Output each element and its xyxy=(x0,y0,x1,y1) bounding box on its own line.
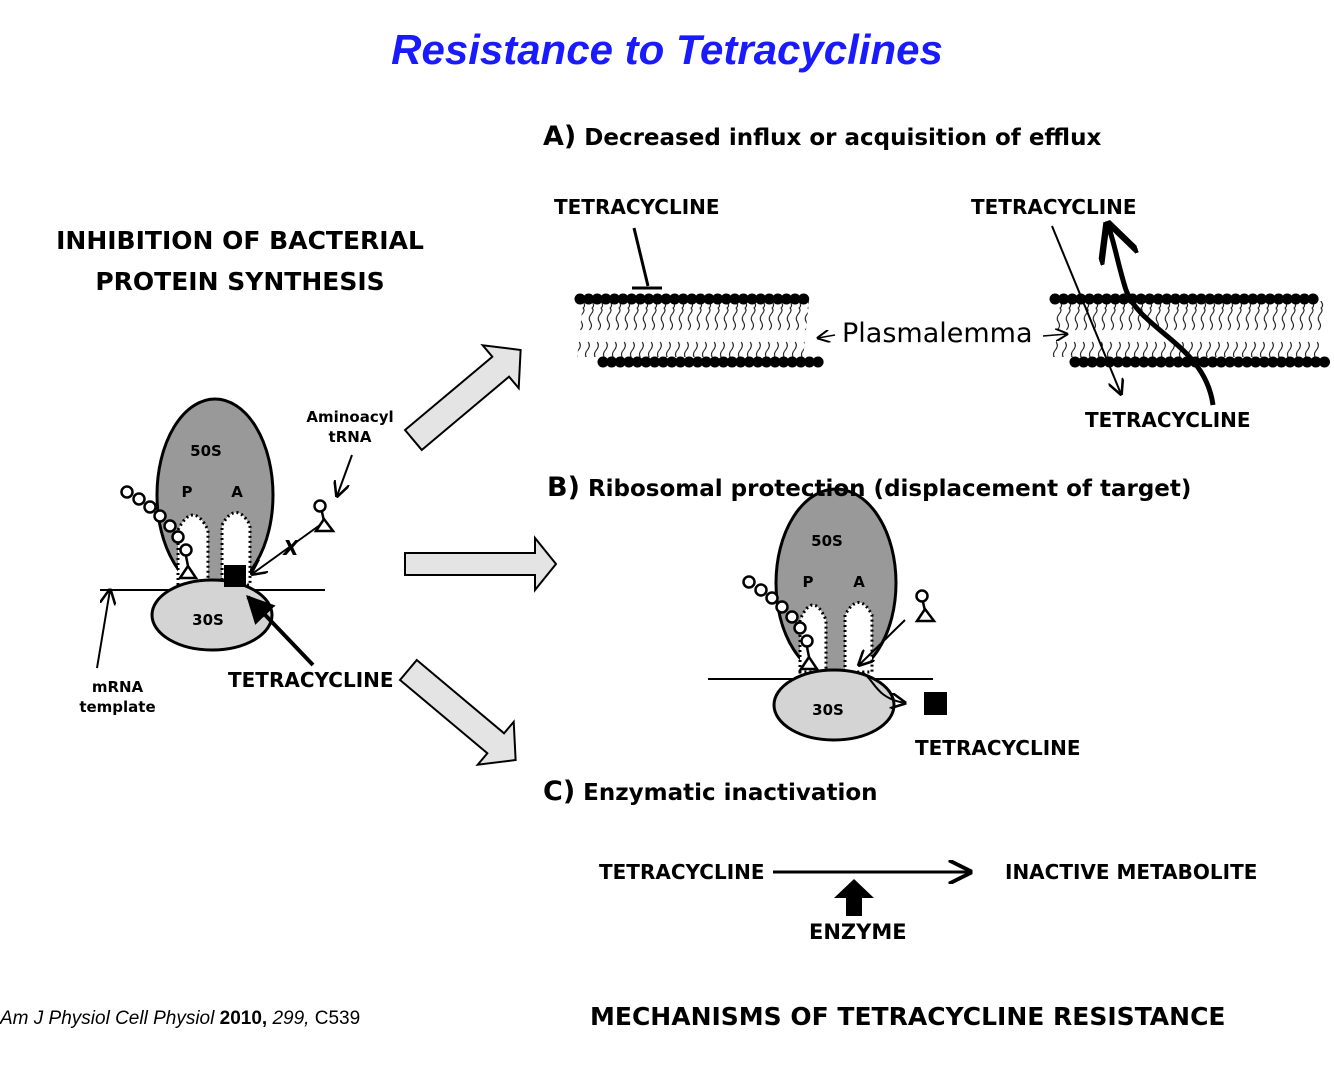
section-c-title: C) Enzymatic inactivation xyxy=(543,776,878,807)
right-a-site xyxy=(843,601,874,674)
right-50s-label: 50S xyxy=(811,532,843,550)
right-a-label: A xyxy=(853,573,865,591)
plasmalemma-pointer-left xyxy=(818,335,836,338)
mrna-pointer xyxy=(96,590,110,669)
membrane-right xyxy=(1049,293,1334,368)
plasmalemma-pointer-right xyxy=(1042,334,1067,336)
aminoacyl-label-line2: tRNA xyxy=(328,428,372,446)
aminoacyl-trna-pointer xyxy=(337,454,353,496)
enzyme-arrow-icon xyxy=(834,879,874,916)
aminoacyl-trna-label: Aminoacyl tRNA xyxy=(300,407,400,447)
membrane-left xyxy=(574,293,830,368)
left-30s-label: 30S xyxy=(192,611,224,629)
left-heading-line1: INHIBITION OF BACTERIAL xyxy=(56,226,424,255)
left-a-label: A xyxy=(231,483,243,501)
trna-blocked-arrow xyxy=(252,524,321,574)
influx-blocked-arrow xyxy=(632,227,650,287)
section-c-letter: C) xyxy=(543,776,576,807)
efflux-arrow xyxy=(1108,225,1216,406)
page-title: Resistance to Tetracyclines xyxy=(391,26,943,73)
arrow-to-a xyxy=(403,343,522,452)
left-heading: INHIBITION OF BACTERIAL PROTEIN SYNTHESI… xyxy=(30,220,450,302)
block-x-mark: X xyxy=(281,536,300,560)
mrna-label-line1: mRNA xyxy=(91,678,144,696)
arrow-to-c xyxy=(398,658,517,767)
influx-arrow xyxy=(1051,225,1121,394)
mrna-template-label: mRNA template xyxy=(70,677,165,717)
citation-year: 2010, xyxy=(219,1008,268,1029)
displacement-arrow xyxy=(861,671,905,703)
right-ribosome: 50S P A 30S xyxy=(708,487,947,742)
section-c-text: Enzymatic inactivation xyxy=(583,780,878,806)
mrna-label-line2: template xyxy=(79,698,156,716)
left-50s-label: 50S xyxy=(190,442,222,460)
arrow-to-b xyxy=(404,535,558,593)
left-tetracycline-square-icon xyxy=(224,565,246,587)
right-p-label: P xyxy=(803,573,814,591)
section-c-product: INACTIVE METABOLITE xyxy=(1005,860,1258,884)
citation-journal: Am J Physiol Cell Physiol xyxy=(0,1008,215,1029)
section-b-letter: B) xyxy=(547,472,580,503)
right-30s-label: 30S xyxy=(812,701,844,719)
right-aminoacyl-trna-icon xyxy=(914,589,937,623)
section-a-title: A) Decreased influx or acquisition of ef… xyxy=(543,121,1101,152)
trna-binding-arrow xyxy=(859,619,906,665)
left-50s-subunit xyxy=(155,397,275,593)
aminoacyl-label-line1: Aminoacyl xyxy=(306,408,394,426)
plasmalemma-label: Plasmalemma xyxy=(842,318,1033,349)
left-peptide-chain xyxy=(120,485,199,580)
section-a-tetracycline-left: TETRACYCLINE xyxy=(554,195,720,219)
left-tetracycline-pointer xyxy=(246,594,315,667)
section-b-tetracycline: TETRACYCLINE xyxy=(915,736,1081,760)
right-tetracycline-square-icon xyxy=(924,692,947,715)
section-a-tetracycline-right-top: TETRACYCLINE xyxy=(971,195,1137,219)
section-c-enzyme: ENZYME xyxy=(809,920,907,944)
section-a-text: Decreased influx or acquisition of efflu… xyxy=(584,125,1102,151)
citation-page: C539 xyxy=(314,1008,361,1029)
section-a-letter: A) xyxy=(543,121,577,152)
section-b-text: Ribosomal protection (displacement of ta… xyxy=(587,476,1192,502)
section-b-title: B) Ribosomal protection (displacement of… xyxy=(547,472,1191,503)
figure-caption: MECHANISMS OF TETRACYCLINE RESISTANCE xyxy=(590,1002,1226,1031)
citation-volume: 299, xyxy=(272,1008,310,1029)
left-p-label: P xyxy=(182,483,193,501)
section-c-substrate: TETRACYCLINE xyxy=(599,860,765,884)
left-heading-line2: PROTEIN SYNTHESIS xyxy=(95,267,385,296)
section-a-tetracycline-right-bottom: TETRACYCLINE xyxy=(1085,408,1251,432)
left-ribosome: 50S P A 30S X xyxy=(96,397,353,669)
right-50s-subunit xyxy=(774,487,898,679)
citation: Am J Physiol Cell Physiol 2010, 299, C53… xyxy=(0,1008,360,1030)
right-peptide-chain xyxy=(742,575,820,671)
left-tetracycline-label: TETRACYCLINE xyxy=(228,668,394,692)
